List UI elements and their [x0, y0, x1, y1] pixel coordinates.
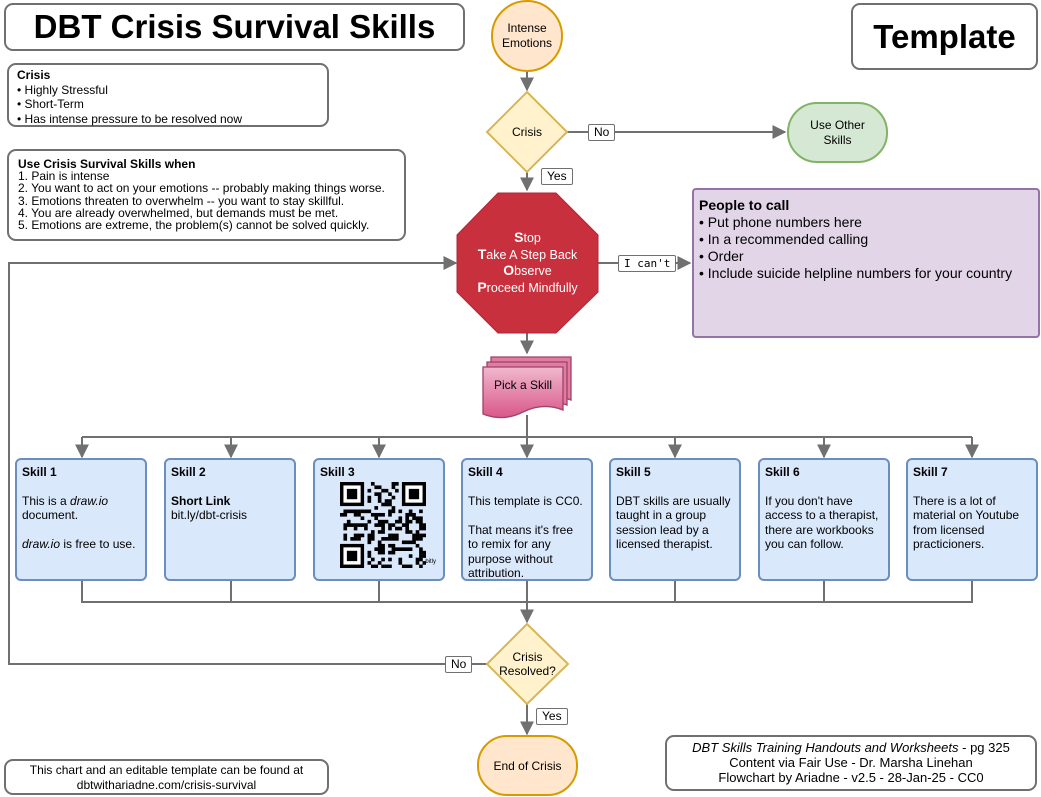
crisis-decision: Crisis	[512, 125, 542, 139]
skill-title: Skill 6	[765, 465, 800, 479]
use-skills-item: 1. Pain is intense	[18, 169, 110, 184]
short-link-url[interactable]: bit.ly/dbt-crisis	[171, 508, 248, 522]
edge-pick-to-skills	[82, 415, 972, 438]
qr-tag: bitly	[425, 559, 436, 565]
people-item: • In a recommended calling	[699, 231, 869, 247]
skill-text: This is a draw.io document.	[22, 493, 109, 523]
skill-card-1: Skill 1 This is a draw.io document. draw…	[15, 458, 147, 581]
footer-credit-line: Flowchart by Ariadne - v2.5 - 28-Jan-25 …	[718, 770, 984, 785]
qr-code[interactable]: bitly	[340, 481, 436, 568]
people-item: • Include suicide helpline numbers for y…	[699, 265, 1013, 281]
skill-title: Skill 3	[320, 465, 355, 479]
end-of-crisis-node: End of Crisis	[493, 758, 562, 773]
start-node-label: Emotions	[501, 36, 553, 50]
stop-line: Take A Step Back	[477, 245, 578, 262]
stop-line: Proceed Mindfully	[477, 278, 578, 295]
stop-node: Stop Take A Step Back Observe Proceed Mi…	[457, 193, 598, 333]
skill-title: Skill 1	[22, 465, 57, 479]
use-other-skills-shape	[787, 102, 888, 163]
footer-credit-line: Content via Fair Use - Dr. Marsha Lineha…	[729, 755, 973, 770]
crisis-definition-item: • Has intense pressure to be resolved no…	[17, 111, 242, 126]
pick-skill-shape	[482, 356, 572, 419]
i-cant-label: I can't	[618, 255, 677, 272]
no-loop-label: No	[445, 656, 473, 673]
start-node-intense-emotions: Intense Emotions	[492, 1, 562, 71]
use-skills-item: 5. Emotions are extreme, the problem(s) …	[18, 218, 370, 233]
use-skills-item: 2. You want to act on your emotions -- p…	[18, 181, 385, 196]
yes-end-label: Yes	[536, 708, 568, 725]
use-skills-heading: Use Crisis Survival Skills when	[18, 157, 196, 171]
short-link-heading: Short Link	[171, 493, 231, 508]
page-title: DBT Crisis Survival Skills	[4, 3, 465, 51]
stop-octagon-shape	[456, 192, 599, 334]
pick-a-skill-node: Pick a Skill	[493, 378, 552, 392]
footer-credit-line: DBT Skills Training Handouts and Workshe…	[692, 740, 1010, 755]
skill-title: Skill 7	[913, 465, 948, 479]
stop-line: Stop	[514, 229, 541, 245]
skill-card-2: Skill 2 Short Link bit.ly/dbt-crisis	[164, 458, 296, 581]
use-skills-when-box: Use Crisis Survival Skills when 1. Pain …	[7, 149, 406, 241]
template-badge: Template	[851, 3, 1038, 70]
edge-resolved-no	[8, 256, 487, 665]
footer-source-text: This chart and an editable template can …	[29, 763, 304, 777]
skill-text: If you don't have access to a therapist,…	[765, 493, 879, 552]
people-heading: People to call	[699, 197, 790, 213]
edge-skills-merge	[81, 581, 973, 603]
no-label: No	[588, 124, 616, 141]
skill-text: That means it's free to remix for any pu…	[468, 522, 573, 581]
crisis-resolved-decision: Crisis Resolved?	[487, 624, 568, 704]
resolved-label: Resolved?	[499, 664, 556, 678]
crisis-definition-box: Crisis • Highly Stressful • Short-Term •…	[7, 63, 329, 127]
use-skills-item: 3. Emotions threaten to overwhelm -- you…	[18, 193, 345, 208]
people-item: • Put phone numbers here	[699, 214, 862, 230]
crisis-definition-item: • Highly Stressful	[17, 82, 108, 97]
start-node-shape	[491, 0, 563, 72]
start-node-label: Intense	[507, 21, 547, 35]
skill-card-3: Skill 3 bitly	[313, 458, 445, 581]
skill-card-4: Skill 4 This template is CC0. That means…	[461, 458, 593, 581]
skill-text: DBT skills are usually taught in a group…	[616, 493, 731, 552]
resolved-decision-shape	[485, 622, 570, 706]
use-other-skills-label: Skills	[823, 132, 852, 147]
footer-credits-box: DBT Skills Training Handouts and Workshe…	[665, 735, 1037, 791]
use-other-skills-node: Use Other Skills	[788, 103, 887, 162]
resolved-label: Crisis	[512, 649, 543, 664]
skill-title: Skill 2	[171, 465, 206, 479]
skill-title: Skill 5	[616, 465, 651, 479]
stop-line: Observe	[503, 262, 552, 278]
crisis-decision-shape	[485, 90, 569, 174]
use-other-skills-label: Use Other	[810, 117, 865, 132]
skill-card-5: Skill 5 DBT skills are usually taught in…	[609, 458, 741, 581]
skill-title: Skill 4	[468, 465, 503, 479]
skill-card-7: Skill 7 There is a lot of material on Yo…	[906, 458, 1038, 581]
people-to-call-box: People to call • Put phone numbers here …	[692, 188, 1040, 338]
end-node-shape	[477, 735, 578, 796]
footer-source-box: This chart and an editable template can …	[4, 759, 329, 795]
skill-card-6: Skill 6 If you don't have access to a th…	[758, 458, 890, 581]
use-skills-item: 4. You are already overwhelmed, but dema…	[18, 205, 339, 220]
footer-source-url[interactable]: dbtwithariadne.com/crisis-survival	[76, 777, 257, 792]
skill-text: There is a lot of material on Youtube fr…	[913, 493, 1020, 552]
skill-text: draw.io is free to use.	[22, 537, 136, 551]
crisis-definition-heading: Crisis	[17, 68, 51, 82]
crisis-definition-item: • Short-Term	[17, 97, 84, 111]
yes-label: Yes	[541, 168, 573, 185]
people-item: • Order	[699, 248, 744, 264]
qr-code-icon	[340, 481, 427, 568]
skill-text: This template is CC0.	[468, 493, 583, 508]
